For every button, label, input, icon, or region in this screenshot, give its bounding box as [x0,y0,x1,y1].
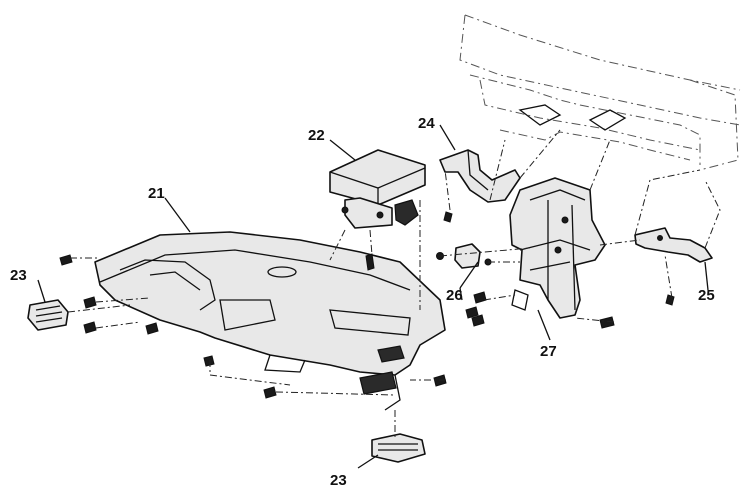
label-23-bottom: 23 [330,472,347,489]
airbag-module [329,149,426,229]
leader-lines [37,124,709,469]
module-26 [436,243,492,327]
vent-23-bottom [371,433,426,463]
label-22: 22 [308,127,325,144]
label-25: 25 [698,287,715,304]
label-26: 26 [446,287,463,304]
vent-23-left [27,299,69,331]
fasteners [59,253,615,399]
instrument-panel-21 [94,231,446,411]
vehicle-body-outline [459,14,741,171]
label-24: 24 [418,115,435,132]
bracket-25 [634,227,713,306]
label-23-left: 23 [10,267,27,284]
label-27: 27 [540,343,557,360]
bracket-24 [439,149,521,223]
center-stay-27 [509,177,606,319]
assembly-lines [67,129,721,440]
label-21: 21 [148,185,165,202]
